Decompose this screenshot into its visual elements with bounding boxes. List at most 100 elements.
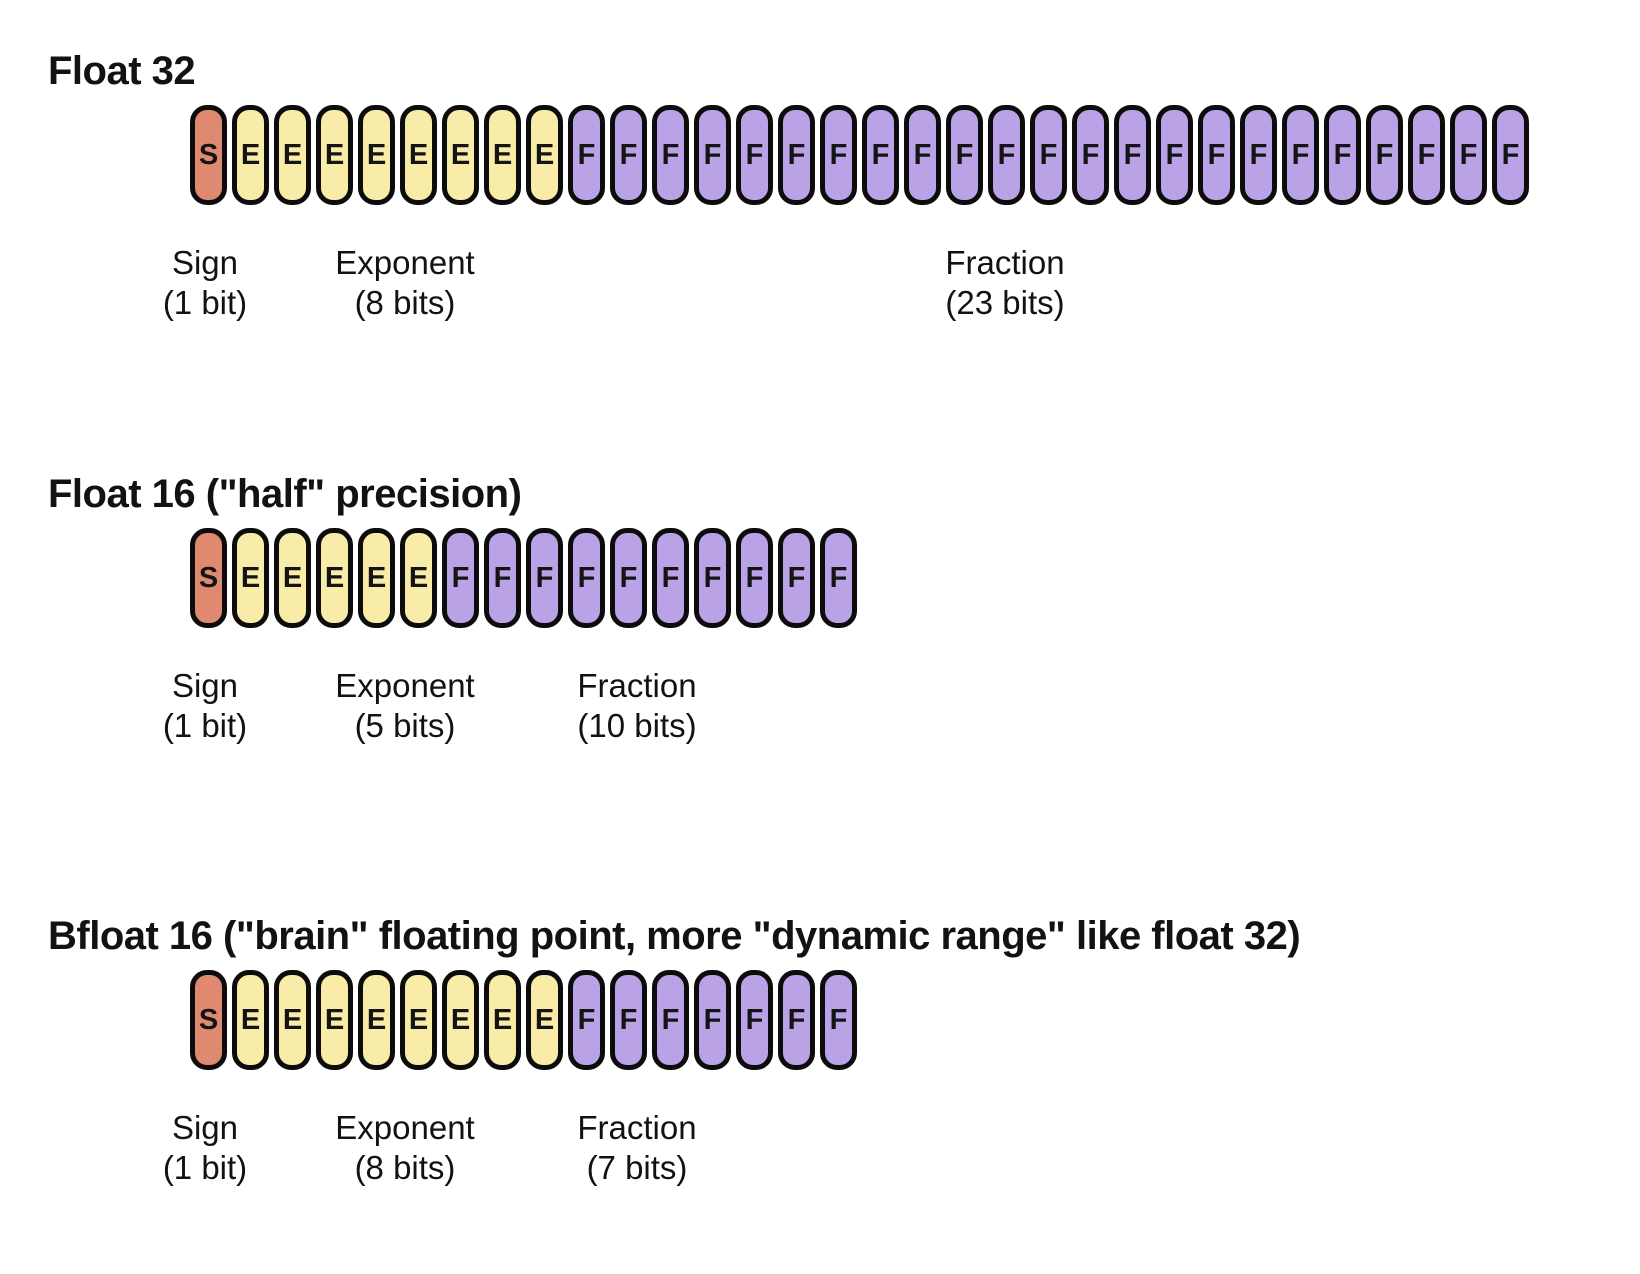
bit-cell-fraction: F [1324, 105, 1361, 205]
bit-cell-exponent: E [358, 105, 395, 205]
bit-cell-exponent: E [232, 105, 269, 205]
bit-cell-exponent: E [316, 970, 353, 1070]
bit-cell-fraction: F [736, 970, 773, 1070]
bit-cell-exponent: E [232, 970, 269, 1070]
bit-cell-fraction: F [484, 528, 521, 628]
bit-cell-fraction: F [988, 105, 1025, 205]
sign-label-name: Sign [171, 244, 239, 281]
format-row-bfloat16: Bfloat 16 ("brain" floating point, more … [0, 880, 1640, 1210]
bit-cell-fraction: F [610, 105, 647, 205]
bit-cell-sign: S [190, 105, 227, 205]
fraction-label-name: Fraction [577, 667, 697, 704]
bit-cell-fraction: F [820, 528, 857, 628]
bit-cell-exponent: E [442, 105, 479, 205]
bit-cell-exponent: E [526, 105, 563, 205]
bit-cell-fraction: F [652, 970, 689, 1070]
bit-cell-fraction: F [568, 528, 605, 628]
bit-cell-fraction: F [442, 528, 479, 628]
bit-cell-fraction: F [736, 528, 773, 628]
bit-cell-fraction: F [652, 105, 689, 205]
bit-cell-fraction: F [1450, 105, 1487, 205]
bit-cell-fraction: F [778, 970, 815, 1070]
fraction-label-bits: (7 bits) [586, 1149, 688, 1186]
bit-cell-exponent: E [358, 528, 395, 628]
exponent-label-bits: (5 bits) [354, 707, 456, 744]
sign-label: Sign (1 bit) [55, 1108, 355, 1188]
bit-cell-fraction: F [568, 970, 605, 1070]
bit-cell-exponent: E [484, 105, 521, 205]
bit-cell-exponent: E [400, 528, 437, 628]
format-title: Float 32 [48, 49, 196, 94]
fraction-label-name: Fraction [945, 244, 1065, 281]
exponent-label-name: Exponent [335, 244, 475, 281]
bit-cell-exponent: E [316, 528, 353, 628]
bit-cell-sign: S [190, 528, 227, 628]
fraction-label: Fraction (7 bits) [487, 1108, 787, 1188]
exponent-label-bits: (8 bits) [354, 1149, 456, 1186]
bit-cell-fraction: F [526, 528, 563, 628]
fraction-label-bits: (23 bits) [945, 284, 1065, 321]
bit-cell-fraction: F [694, 528, 731, 628]
exponent-label: Exponent (8 bits) [255, 1108, 555, 1188]
sign-label-name: Sign [171, 1109, 239, 1146]
sign-label: Sign (1 bit) [55, 243, 355, 323]
bit-cell-sign: S [190, 970, 227, 1070]
bit-cell-fraction: F [1282, 105, 1319, 205]
format-title: Bfloat 16 ("brain" floating point, more … [48, 914, 1301, 959]
exponent-label-bits: (8 bits) [354, 284, 456, 321]
bit-cell-fraction: F [694, 970, 731, 1070]
bit-cell-exponent: E [400, 105, 437, 205]
sign-label-name: Sign [171, 667, 239, 704]
bit-cell-exponent: E [358, 970, 395, 1070]
bit-cell-fraction: F [1156, 105, 1193, 205]
bit-cell-exponent: E [484, 970, 521, 1070]
sign-label-bits: (1 bit) [162, 284, 248, 321]
exponent-label-name: Exponent [335, 667, 475, 704]
bit-cell-fraction: F [610, 970, 647, 1070]
exponent-label: Exponent (8 bits) [255, 243, 555, 323]
bit-cell-fraction: F [820, 970, 857, 1070]
exponent-label: Exponent (5 bits) [255, 666, 555, 746]
sign-label-bits: (1 bit) [162, 707, 248, 744]
bit-cell-exponent: E [232, 528, 269, 628]
format-title: Float 16 ("half" precision) [48, 472, 522, 517]
bit-cell-exponent: E [442, 970, 479, 1070]
bit-cell-fraction: F [904, 105, 941, 205]
bit-cell-fraction: F [1492, 105, 1529, 205]
bit-cell-fraction: F [1240, 105, 1277, 205]
bit-cell-fraction: F [1030, 105, 1067, 205]
bit-cell-fraction: F [652, 528, 689, 628]
bit-cell-fraction: F [736, 105, 773, 205]
fraction-label: Fraction (10 bits) [487, 666, 787, 746]
bit-cell-fraction: F [1366, 105, 1403, 205]
bit-cell-fraction: F [862, 105, 899, 205]
fraction-label: Fraction (23 bits) [855, 243, 1155, 323]
fraction-label-name: Fraction [577, 1109, 697, 1146]
fraction-label-bits: (10 bits) [577, 707, 697, 744]
bit-cell-fraction: F [778, 105, 815, 205]
bit-cell-fraction: F [820, 105, 857, 205]
bit-cell-exponent: E [316, 105, 353, 205]
bit-cell-fraction: F [610, 528, 647, 628]
bit-cell-fraction: F [778, 528, 815, 628]
sign-label-bits: (1 bit) [162, 1149, 248, 1186]
bit-cell-fraction: F [946, 105, 983, 205]
bit-cell-exponent: E [274, 970, 311, 1070]
bit-cell-exponent: E [400, 970, 437, 1070]
bit-cell-exponent: E [274, 528, 311, 628]
bit-cell-fraction: F [1408, 105, 1445, 205]
bit-cell-fraction: F [694, 105, 731, 205]
bit-cell-exponent: E [274, 105, 311, 205]
sign-label: Sign (1 bit) [55, 666, 355, 746]
bit-cell-fraction: F [1198, 105, 1235, 205]
bit-cell-fraction: F [1114, 105, 1151, 205]
bit-cell-exponent: E [526, 970, 563, 1070]
bit-cell-fraction: F [1072, 105, 1109, 205]
exponent-label-name: Exponent [335, 1109, 475, 1146]
bit-cell-fraction: F [568, 105, 605, 205]
